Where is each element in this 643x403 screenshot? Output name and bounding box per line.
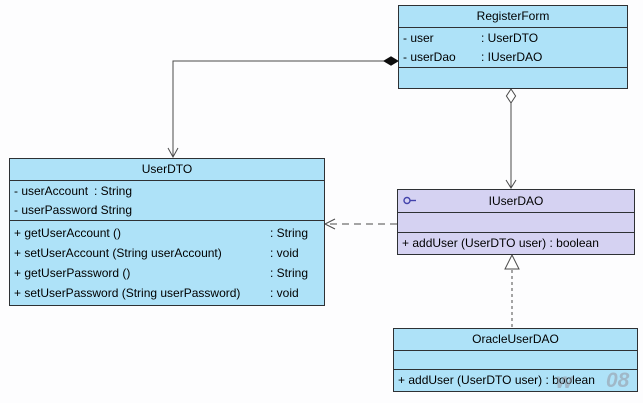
class-iuserdao: IUserDAO + addUser (UserDTO user) : bool… <box>397 189 635 255</box>
class-oracleuserdao: OracleUserDAO + addUser (UserDTO user) :… <box>393 328 638 392</box>
attribute-type: : UserDTO <box>481 31 539 45</box>
method-return-type: : void <box>270 286 299 300</box>
method-return-type: : String <box>270 226 309 240</box>
method-row: + setUserAccount (String userAccount) : … <box>14 243 320 263</box>
methods-compartment: + addUser (UserDTO user) : boolean <box>398 233 634 254</box>
dependency-connector <box>323 218 397 230</box>
interface-lollipop-icon <box>403 196 416 205</box>
class-registerform: RegisterForm - user : UserDTO - userDao … <box>398 5 628 89</box>
open-arrowhead <box>167 147 179 159</box>
attribute-type: : String <box>94 203 133 217</box>
method-signature: + setUserPassword (String userPassword) <box>14 286 241 300</box>
method-signature: + addUser (UserDTO user) : boolean <box>398 373 595 387</box>
method-row: + setUserPassword (String userPassword) … <box>14 283 320 303</box>
class-title: OracleUserDAO <box>394 329 637 351</box>
attribute-name: - userDao <box>403 50 456 64</box>
attribute-name: - userAccount <box>14 184 89 198</box>
method-row: + getUserAccount () : String <box>14 223 320 243</box>
method-return-type: : String <box>270 266 309 280</box>
attribute-row: - user : UserDTO <box>403 29 623 48</box>
attribute-row: - userAccount : String <box>14 182 320 201</box>
attribute-row: - userDao : IUserDAO <box>403 48 623 67</box>
attributes-compartment-empty <box>394 351 637 370</box>
method-signature: + addUser (UserDTO user) : boolean <box>402 236 599 250</box>
class-userdto: UserDTO - userAccount : String - userPas… <box>9 158 325 306</box>
methods-compartment: + getUserAccount () : String + setUserAc… <box>10 221 324 305</box>
realization-connector <box>504 253 520 327</box>
methods-compartment-empty <box>399 68 627 88</box>
open-arrowhead <box>505 179 517 189</box>
attribute-name: - user <box>403 31 434 45</box>
attribute-type: : IUserDAO <box>481 50 543 64</box>
composition-diamond <box>383 56 399 66</box>
class-title-text: IUserDAO <box>488 194 544 208</box>
open-arrowhead <box>323 218 336 230</box>
class-title: UserDTO <box>10 159 324 181</box>
attributes-compartment: - userAccount : String - userPassword : … <box>10 181 324 221</box>
method-signature: + setUserAccount (String userAccount) <box>14 246 222 260</box>
class-title: RegisterForm <box>399 6 627 28</box>
hollow-triangle-arrowhead <box>504 253 520 270</box>
attribute-row: - userPassword : String <box>14 201 320 220</box>
attribute-type: : String <box>94 184 133 198</box>
class-title: IUserDAO <box>398 190 634 213</box>
method-return-type: : void <box>270 246 299 260</box>
method-row: + getUserPassword () : String <box>14 263 320 283</box>
methods-compartment: + addUser (UserDTO user) : boolean <box>394 370 637 391</box>
method-signature: + getUserAccount () <box>14 226 122 240</box>
aggregation-connector <box>505 88 517 189</box>
attributes-compartment: - user : UserDTO - userDao : IUserDAO <box>399 28 627 68</box>
attribute-name: - userPassword <box>14 203 98 217</box>
method-signature: + getUserPassword () <box>14 266 131 280</box>
composition-connector <box>167 56 399 159</box>
aggregation-diamond <box>505 88 517 104</box>
attributes-compartment-empty <box>398 213 634 233</box>
